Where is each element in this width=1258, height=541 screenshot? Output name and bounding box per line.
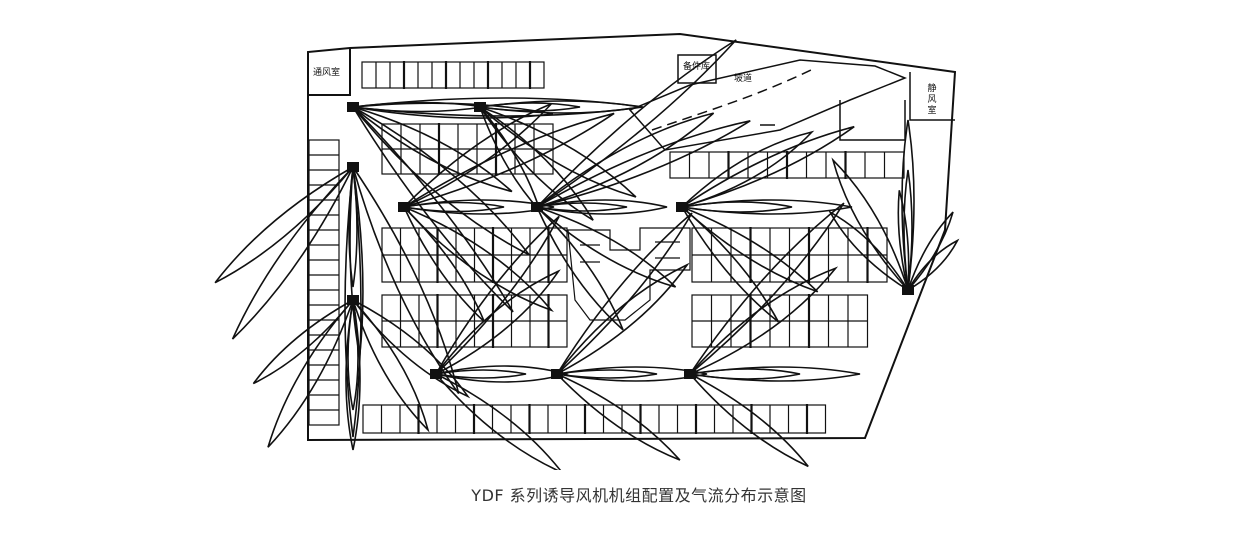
fan-10-plume-4 <box>689 373 809 468</box>
fan-unit-4 <box>398 202 410 212</box>
fan-9-plume-1 <box>556 369 658 379</box>
fan-11-plume-3 <box>831 157 909 291</box>
fan-11-plume-0 <box>901 119 915 291</box>
fan-11-plume-2 <box>897 190 910 291</box>
fan-unit-3 <box>347 162 359 172</box>
parking-row-top <box>361 61 545 89</box>
fan-11-plume-5 <box>907 211 954 291</box>
fan-7-plume-1 <box>347 299 359 411</box>
fan-1-plume-3 <box>352 106 513 193</box>
fan-unit-6 <box>676 202 688 212</box>
fan-11-plume-1 <box>903 169 913 291</box>
fan-5-plume-3 <box>536 206 624 331</box>
fan-4-plume-3 <box>403 206 486 323</box>
fan-4-plume-2 <box>403 206 554 312</box>
fan-unit-7 <box>347 295 359 305</box>
fan-3-plume-2 <box>348 166 358 288</box>
fan-6-plume-3 <box>681 206 780 323</box>
calm-room-label: 静风室 <box>927 84 937 116</box>
fan-3-plume-5 <box>214 166 354 284</box>
fan-unit-5 <box>531 202 543 212</box>
fan-9-plume-2 <box>556 262 690 375</box>
parking-column-left <box>308 139 340 426</box>
fan-7-plume-2 <box>352 299 430 433</box>
fan-4-plume-4 <box>403 103 553 208</box>
fan-9-plume-0 <box>556 366 708 382</box>
fan-unit-8 <box>430 369 442 379</box>
garage-outline <box>307 32 957 442</box>
fan-3-plume-0 <box>344 166 362 438</box>
fan-10-plume-2 <box>689 266 839 375</box>
ramp-centerline <box>651 67 816 131</box>
fan-1-plume-5 <box>352 106 514 313</box>
fan-unit-9 <box>551 369 563 379</box>
fan-6-plume-5 <box>681 125 855 208</box>
fan-4-plume-0 <box>403 199 555 215</box>
fan-10-plume-0 <box>689 366 861 382</box>
fan-7-plume-4 <box>267 299 354 448</box>
fan-6-plume-0 <box>681 199 853 215</box>
figure-caption: YDF 系列诱导风机机组配置及气流分布示意图 <box>471 486 807 505</box>
fan-5-plume-2 <box>536 206 677 288</box>
fan-8-plume-2 <box>435 269 561 375</box>
fan-8-plume-0 <box>435 365 570 383</box>
fan-9-plume-4 <box>556 373 681 461</box>
fan-7-plume-3 <box>352 299 471 399</box>
fan-5-plume-6 <box>536 120 751 208</box>
fan-8-plume-3 <box>435 215 560 375</box>
ramp-label: 坡道 <box>734 74 753 84</box>
fan-5-plume-0 <box>536 199 668 215</box>
fan-unit-2 <box>474 102 486 112</box>
airflow-diagram <box>214 32 960 470</box>
fan-unit-10 <box>684 369 696 379</box>
fan-6-plume-2 <box>681 206 819 293</box>
fan-4-plume-5 <box>403 112 615 208</box>
fan-7-plume-0 <box>345 299 361 451</box>
fan-10-plume-1 <box>689 368 801 380</box>
fan-1-plume-1 <box>352 102 554 119</box>
spare-parts-room-label: 备件库 <box>683 62 711 72</box>
fan-6-plume-4 <box>681 130 815 208</box>
fan-10-plume-3 <box>689 202 845 375</box>
fan-5-plume-5 <box>536 39 737 208</box>
fan-2-plume-1 <box>479 102 581 112</box>
induction-fans <box>347 102 914 379</box>
room-partitions <box>628 54 955 151</box>
fan-8-plume-4 <box>435 373 562 470</box>
fan-unit-1 <box>347 102 359 112</box>
stair-core <box>567 227 691 321</box>
fan-11-plume-4 <box>828 210 909 291</box>
fan-8-plume-1 <box>435 369 527 379</box>
fan-3-plume-3 <box>352 166 460 395</box>
fan-11-plume-6 <box>905 238 960 293</box>
fan-7-plume-5 <box>252 299 354 385</box>
fan-5-plume-1 <box>536 202 628 212</box>
fan-4-plume-1 <box>403 201 505 213</box>
fan-9-plume-3 <box>556 212 693 375</box>
ventilation-room-label: 通风室 <box>313 68 341 78</box>
fan-unit-11 <box>902 285 914 295</box>
parking-stalls <box>308 61 905 434</box>
fan-3-plume-4 <box>231 166 354 340</box>
fan-5-plume-4 <box>536 112 715 208</box>
fan-6-plume-1 <box>681 201 793 213</box>
airflow-plumes <box>214 39 960 470</box>
fan-2-plume-2 <box>479 106 637 198</box>
